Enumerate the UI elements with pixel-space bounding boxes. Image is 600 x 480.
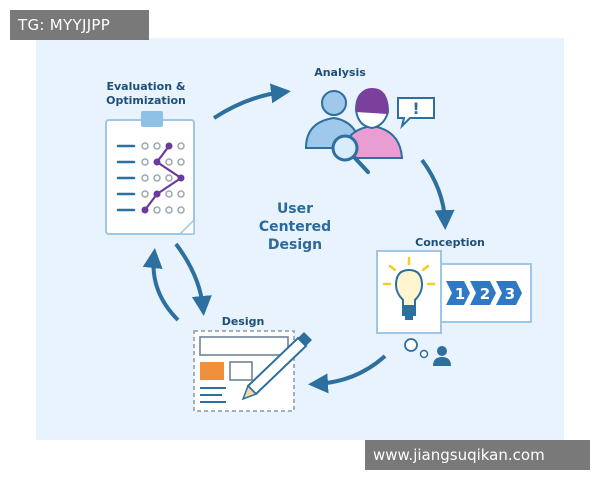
center-title-line-1: User bbox=[276, 201, 314, 217]
step-1: 1 bbox=[455, 285, 465, 303]
magnifier-icon bbox=[331, 134, 370, 174]
watermark-bottom-right: www.jiangsuqikan.com bbox=[365, 440, 590, 470]
label-design: Design bbox=[221, 315, 265, 328]
arrow-evaluation-to-analysis bbox=[212, 83, 291, 120]
lightbulb-card bbox=[376, 250, 442, 334]
label-evaluation: Evaluation & Optimization bbox=[96, 80, 196, 108]
label-evaluation-line-2: Optimization bbox=[106, 94, 186, 107]
step-3: 3 bbox=[505, 285, 515, 303]
diagram-panel bbox=[36, 38, 564, 440]
label-analysis: Analysis bbox=[314, 66, 366, 79]
lightbulb-icon bbox=[394, 268, 424, 320]
label-evaluation-line-1: Evaluation & bbox=[106, 80, 186, 93]
arrow-design-to-evaluation bbox=[142, 248, 180, 322]
center-title-line-3: Design bbox=[267, 237, 323, 253]
center-title: User Centered Design bbox=[240, 200, 350, 254]
pencil-icon bbox=[241, 332, 312, 401]
watermark-top-left: TG: MYYJJPP bbox=[10, 10, 149, 40]
thought-bubble-icon bbox=[404, 338, 429, 359]
arrow-analysis-to-conception bbox=[420, 158, 455, 230]
arrow-conception-to-design bbox=[308, 354, 387, 394]
exclamation-bubble-icon: ! bbox=[397, 97, 435, 130]
center-title-line-2: Centered bbox=[258, 219, 332, 235]
bubble-text: ! bbox=[412, 99, 419, 118]
steps-strip: 1 2 3 bbox=[440, 263, 532, 323]
arrow-evaluation-to-design bbox=[174, 242, 212, 316]
step-2: 2 bbox=[480, 285, 490, 303]
clipboard-icon bbox=[105, 111, 195, 235]
person-icon bbox=[433, 346, 451, 366]
label-conception: Conception bbox=[415, 236, 485, 249]
